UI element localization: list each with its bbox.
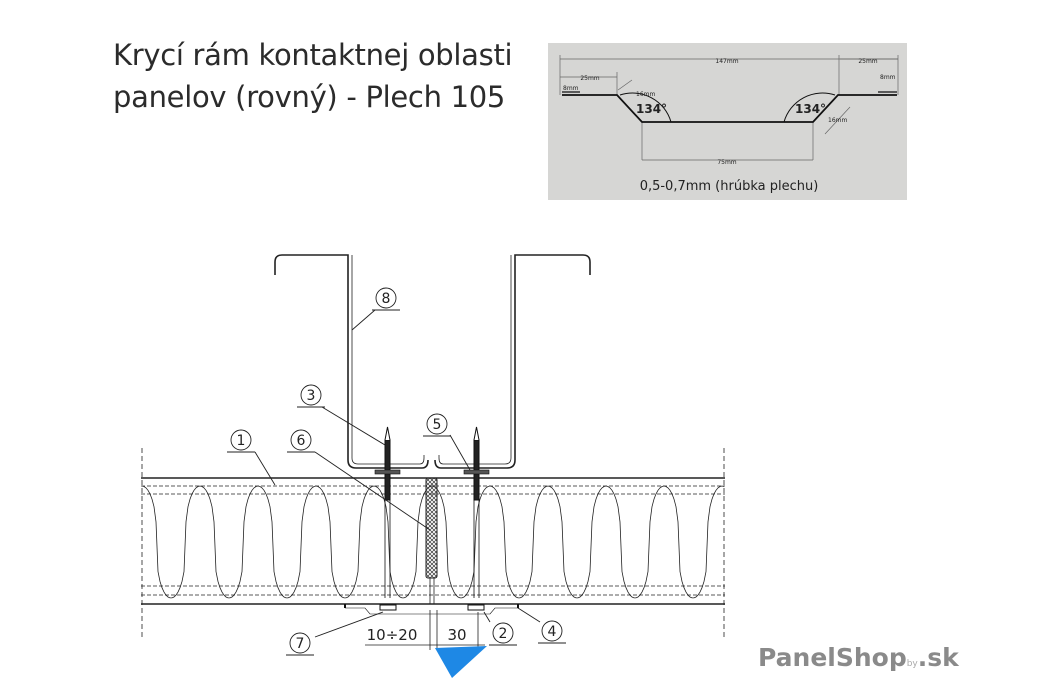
callout-circle <box>375 287 397 309</box>
callout-number: 3 <box>307 388 316 404</box>
dim-left-flange: 25mm <box>580 75 599 82</box>
callout-number: 6 <box>297 433 306 449</box>
leader-line <box>254 451 276 486</box>
dim-right-flange: 25mm <box>858 58 877 65</box>
callout-number: 4 <box>548 624 557 640</box>
callout-number: 8 <box>382 291 391 307</box>
callout-5: 5 <box>423 413 471 471</box>
angle-right: 134° <box>795 102 826 116</box>
dim-offset: 30 <box>447 626 466 644</box>
callout-circle <box>289 632 311 654</box>
callout-number: 2 <box>499 626 508 642</box>
leader-line <box>449 434 471 471</box>
callout-circle <box>300 384 322 406</box>
dim-total-width: 147mm <box>715 58 738 65</box>
leader-line <box>321 406 386 446</box>
dim-left-hem: 8mm <box>563 85 579 92</box>
callout-6: 6 <box>287 429 431 531</box>
dim-left-slope: 16mm <box>636 91 655 98</box>
leader-line <box>483 611 491 623</box>
dim-right-hem: 8mm <box>880 74 896 81</box>
dimension-lines <box>365 610 485 650</box>
callout-circle <box>541 620 563 642</box>
marker-triangle <box>435 646 487 678</box>
callout-number: 1 <box>237 433 246 449</box>
callout-number: 5 <box>433 417 442 433</box>
profile-sketch: 147mm 25mm 25mm 8mm 8mm 16mm 16mm 134° 1… <box>548 43 907 200</box>
leader-line <box>351 309 376 331</box>
thickness-note: 0,5-0,7mm (hrúbka plechu) <box>640 179 819 194</box>
callout-circle <box>290 429 312 451</box>
callout-circle <box>230 429 252 451</box>
brand-logo: PanelShopby.sk <box>758 643 959 672</box>
callout-3: 3 <box>297 384 386 446</box>
title-line-1: Krycí rám kontaktnej oblasti <box>113 38 513 72</box>
angle-left: 134° <box>636 102 667 116</box>
callout-1: 1 <box>227 429 276 486</box>
title-line-2: panelov (rovný) - Plech 105 <box>113 80 506 114</box>
leader-line <box>314 451 431 531</box>
callout-circle <box>426 413 448 435</box>
screws <box>344 426 519 615</box>
leader-line <box>517 607 541 623</box>
callout-8: 8 <box>351 287 400 331</box>
callout-number: 7 <box>296 636 305 652</box>
callout-7: 7 <box>286 611 384 656</box>
callout-4: 4 <box>517 607 566 644</box>
seal-strip <box>425 477 438 604</box>
callout-2: 2 <box>483 611 517 646</box>
leader-line <box>314 611 384 638</box>
callout-circle <box>492 622 514 644</box>
dim-bottom-width: 75mm <box>717 159 736 166</box>
dim-right-slope: 16mm <box>828 117 847 124</box>
dim-gap: 10÷20 <box>367 626 418 644</box>
